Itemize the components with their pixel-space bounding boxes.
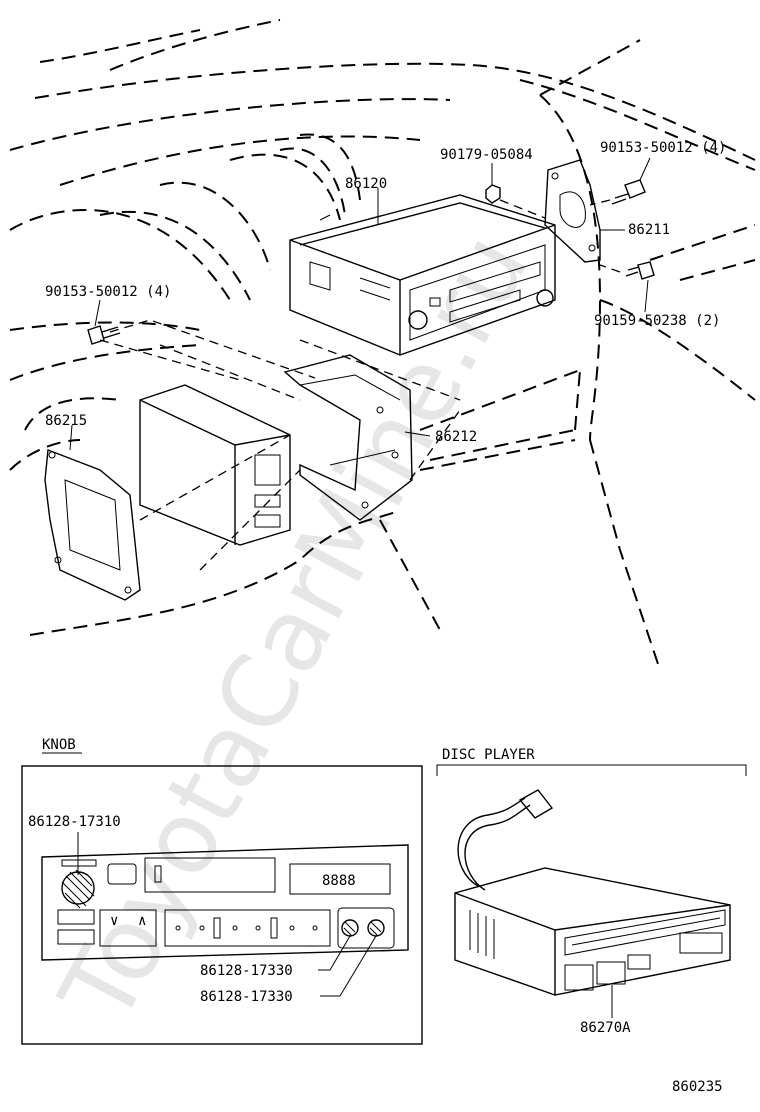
dashboard-outline: [9, 19, 756, 671]
svg-text:∨: ∨: [110, 913, 118, 929]
bracket-86211: [544, 159, 601, 263]
label-90153-left: 90153-50012 (4): [45, 284, 171, 300]
module-box: [139, 384, 291, 546]
label-86211: 86211: [628, 222, 670, 238]
label-86128-17310: 86128-17310: [28, 814, 121, 830]
knob-panel: KNOB 86128-17310 8888 ∨ ∧: [21, 737, 423, 1045]
bolt-90153-left: [87, 325, 121, 345]
disc-panel-title: DISC PLAYER: [442, 747, 535, 763]
bolt-90159: [625, 261, 655, 280]
label-86212: 86212: [435, 429, 477, 445]
diagram-id: 860235: [672, 1079, 723, 1095]
bolt-90153-right: [611, 179, 646, 205]
label-86215: 86215: [45, 413, 87, 429]
knob-panel-title: KNOB: [42, 737, 76, 753]
disc-player-unit: [454, 789, 731, 996]
radio-unit-86120: [289, 194, 556, 356]
disc-player-panel: DISC PLAYER 86270A: [436, 747, 747, 1036]
assembly-lines: [99, 199, 621, 571]
label-90179-05084: 90179-05084: [440, 147, 533, 163]
label-90153-right: 90153-50012 (4): [600, 140, 726, 156]
radio-faceplate: 8888 ∨ ∧: [41, 844, 409, 961]
label-90159-50238: 90159-50238 (2): [594, 313, 720, 329]
faceplate-display: 8888: [322, 873, 356, 889]
label-86120: 86120: [345, 176, 387, 192]
label-86128-17330-b: 86128-17330: [200, 989, 293, 1005]
leader-lines: [69, 157, 651, 451]
label-86270A: 86270A: [580, 1020, 631, 1036]
bracket-86212: [283, 354, 413, 521]
nut-90179-05084: [485, 184, 501, 204]
label-86128-17330-a: 86128-17330: [200, 963, 293, 979]
bracket-86215: [44, 449, 141, 601]
svg-text:∧: ∧: [138, 913, 146, 929]
